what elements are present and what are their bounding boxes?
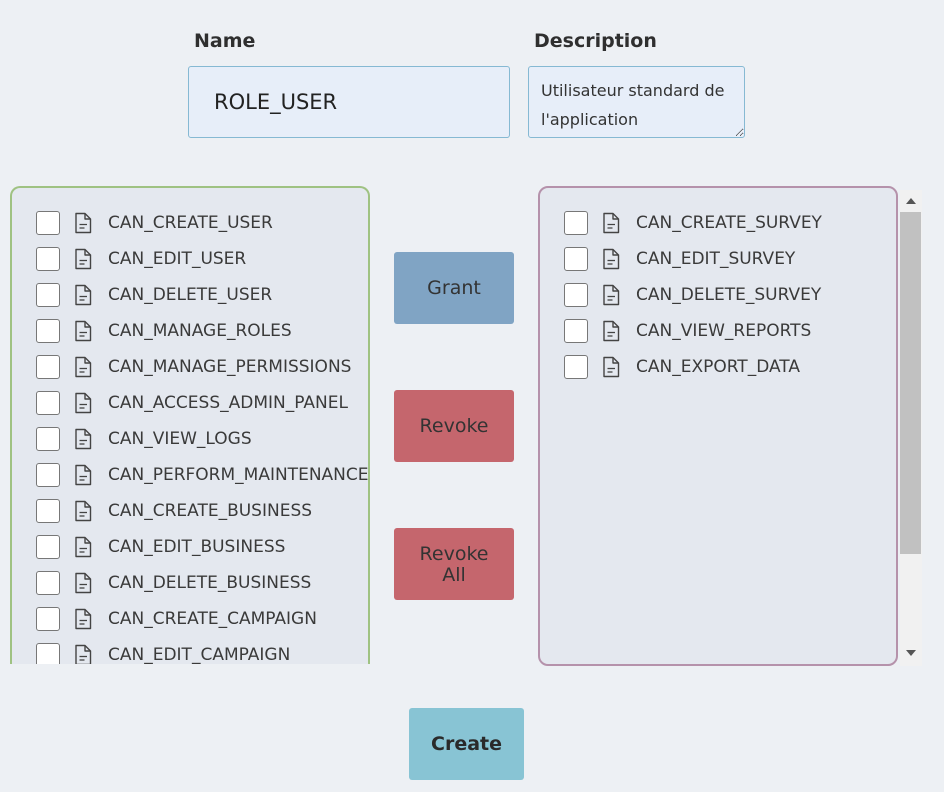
permission-label: CAN_CREATE_SURVEY xyxy=(636,213,822,233)
available-permissions-list[interactable]: CAN_CREATE_USER CAN_EDIT_USER CAN_DELETE… xyxy=(10,186,370,664)
permission-item[interactable]: CAN_VIEW_REPORTS xyxy=(540,313,896,349)
assigned-permissions-list[interactable]: CAN_CREATE_SURVEY CAN_EDIT_SURVEY CAN_DE… xyxy=(538,186,898,666)
permission-checkbox[interactable] xyxy=(36,499,60,523)
permission-label: CAN_MANAGE_PERMISSIONS xyxy=(108,357,352,377)
revoke-button[interactable]: Revoke xyxy=(394,390,514,462)
permission-checkbox[interactable] xyxy=(36,355,60,379)
document-icon xyxy=(75,428,92,450)
document-icon xyxy=(603,356,620,378)
document-icon xyxy=(603,320,620,342)
permission-item[interactable]: CAN_MANAGE_PERMISSIONS xyxy=(12,349,368,385)
permission-item[interactable]: CAN_DELETE_USER xyxy=(12,277,368,313)
permission-label: CAN_CREATE_USER xyxy=(108,213,273,233)
permission-item[interactable]: CAN_DELETE_SURVEY xyxy=(540,277,896,313)
permission-label: CAN_EDIT_CAMPAIGN xyxy=(108,645,291,664)
permission-item[interactable]: CAN_EDIT_CAMPAIGN xyxy=(12,637,368,664)
permission-checkbox[interactable] xyxy=(36,283,60,307)
document-icon xyxy=(75,248,92,270)
scroll-down-arrow-icon[interactable] xyxy=(900,646,922,660)
permission-label: CAN_EDIT_BUSINESS xyxy=(108,537,286,557)
permission-label: CAN_EXPORT_DATA xyxy=(636,357,800,377)
permission-item[interactable]: CAN_CREATE_BUSINESS xyxy=(12,493,368,529)
permission-checkbox[interactable] xyxy=(36,535,60,559)
document-icon xyxy=(603,284,620,306)
document-icon xyxy=(75,284,92,306)
permission-item[interactable]: CAN_EXPORT_DATA xyxy=(540,349,896,385)
document-icon xyxy=(75,536,92,558)
permission-item[interactable]: CAN_EDIT_SURVEY xyxy=(540,241,896,277)
document-icon xyxy=(75,212,92,234)
document-icon xyxy=(75,464,92,486)
permission-checkbox[interactable] xyxy=(36,643,60,664)
permission-item[interactable]: CAN_PERFORM_MAINTENANCE xyxy=(12,457,368,493)
document-icon xyxy=(75,320,92,342)
permission-label: CAN_DELETE_USER xyxy=(108,285,273,305)
name-label: Name xyxy=(194,30,256,52)
document-icon xyxy=(75,644,92,664)
assigned-permissions-items: CAN_CREATE_SURVEY CAN_EDIT_SURVEY CAN_DE… xyxy=(540,188,896,385)
permission-checkbox[interactable] xyxy=(36,427,60,451)
name-input[interactable] xyxy=(188,66,510,138)
description-label: Description xyxy=(534,30,657,52)
permission-item[interactable]: CAN_CREATE_SURVEY xyxy=(540,205,896,241)
permission-checkbox[interactable] xyxy=(564,247,588,271)
permission-label: CAN_CREATE_BUSINESS xyxy=(108,501,313,521)
permission-label: CAN_PERFORM_MAINTENANCE xyxy=(108,465,369,485)
permission-label: CAN_EDIT_SURVEY xyxy=(636,249,796,269)
permission-label: CAN_CREATE_CAMPAIGN xyxy=(108,609,317,629)
permission-checkbox[interactable] xyxy=(564,355,588,379)
document-icon xyxy=(603,212,620,234)
document-icon xyxy=(75,572,92,594)
document-icon xyxy=(75,356,92,378)
document-icon xyxy=(75,392,92,414)
available-permissions-items: CAN_CREATE_USER CAN_EDIT_USER CAN_DELETE… xyxy=(12,188,368,664)
permission-checkbox[interactable] xyxy=(36,391,60,415)
permission-label: CAN_DELETE_SURVEY xyxy=(636,285,822,305)
permission-checkbox[interactable] xyxy=(564,211,588,235)
permission-checkbox[interactable] xyxy=(564,283,588,307)
permission-item[interactable]: CAN_VIEW_LOGS xyxy=(12,421,368,457)
permission-item[interactable]: CAN_EDIT_BUSINESS xyxy=(12,529,368,565)
permission-item[interactable]: CAN_CREATE_CAMPAIGN xyxy=(12,601,368,637)
scrollbar-thumb[interactable] xyxy=(900,212,921,554)
document-icon xyxy=(75,608,92,630)
revoke-all-button[interactable]: Revoke All xyxy=(394,528,514,600)
create-button[interactable]: Create xyxy=(409,708,524,780)
permission-item[interactable]: CAN_CREATE_USER xyxy=(12,205,368,241)
permission-item[interactable]: CAN_EDIT_USER xyxy=(12,241,368,277)
permission-item[interactable]: CAN_ACCESS_ADMIN_PANEL xyxy=(12,385,368,421)
permission-item[interactable]: CAN_DELETE_BUSINESS xyxy=(12,565,368,601)
permission-label: CAN_VIEW_REPORTS xyxy=(636,321,812,341)
permission-label: CAN_EDIT_USER xyxy=(108,249,247,269)
permission-checkbox[interactable] xyxy=(36,607,60,631)
page-scrollbar[interactable] xyxy=(900,190,922,666)
permission-checkbox[interactable] xyxy=(36,319,60,343)
permission-checkbox[interactable] xyxy=(36,211,60,235)
permission-checkbox[interactable] xyxy=(36,571,60,595)
grant-button[interactable]: Grant xyxy=(394,252,514,324)
permission-label: CAN_MANAGE_ROLES xyxy=(108,321,292,341)
document-icon xyxy=(75,500,92,522)
permission-label: CAN_DELETE_BUSINESS xyxy=(108,573,312,593)
permission-checkbox[interactable] xyxy=(36,247,60,271)
permission-item[interactable]: CAN_MANAGE_ROLES xyxy=(12,313,368,349)
document-icon xyxy=(603,248,620,270)
permission-checkbox[interactable] xyxy=(36,463,60,487)
scroll-up-arrow-icon[interactable] xyxy=(900,194,922,208)
permission-checkbox[interactable] xyxy=(564,319,588,343)
permission-label: CAN_VIEW_LOGS xyxy=(108,429,252,449)
permission-label: CAN_ACCESS_ADMIN_PANEL xyxy=(108,393,348,413)
description-textarea[interactable]: Utilisateur standard de l'application xyxy=(528,66,745,138)
